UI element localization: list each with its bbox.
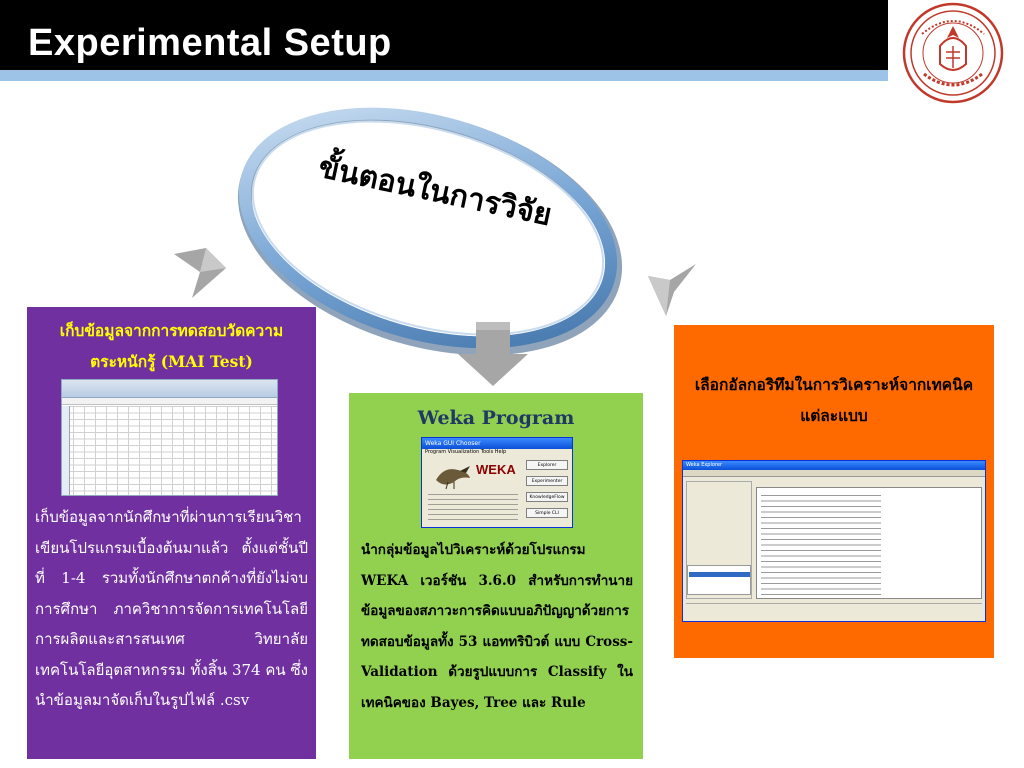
excel-spreadsheet-screenshot xyxy=(61,379,278,496)
data-collection-title-line2: ตระหนักรู้ (MAI Test) xyxy=(90,352,253,371)
page-title: Experimental Setup xyxy=(28,22,392,64)
university-seal-icon xyxy=(902,2,1004,104)
weka-gui-chooser-screenshot: Weka GUI Chooser Program Visualization T… xyxy=(421,437,573,528)
data-collection-title-line1: เก็บข้อมูลจากการทดสอบวัดความ xyxy=(59,321,284,340)
weka-body: นำกลุ่มข้อมูลไปวิเคราะห์ด้วยโปรแกรม WEKA… xyxy=(361,542,633,711)
weka-explorer-selected-result xyxy=(689,572,750,577)
research-steps-ring xyxy=(237,107,623,356)
weka-explorer-status xyxy=(686,603,982,619)
data-collection-panel: เก็บข้อมูลจากการทดสอบวัดความ ตระหนักรู้ … xyxy=(27,307,316,759)
weka-title: Weka Program xyxy=(417,407,575,429)
weka-window-title: Weka GUI Chooser xyxy=(422,438,572,449)
weka-info-text xyxy=(428,494,518,524)
header-stripe xyxy=(0,70,888,81)
algorithm-panel: เลือกอัลกอริทึมในการวิเคราะห์จากเทคนิคแต… xyxy=(674,325,994,658)
weka-explorer-tabs xyxy=(683,470,985,477)
data-collection-body: เก็บข้อมูลจากนักศึกษาที่ผ่านการเรียนวิชา… xyxy=(35,508,308,709)
weka-knowledgeflow-button: KnowledgeFlow xyxy=(526,492,568,502)
data-collection-title: เก็บข้อมูลจากการทดสอบวัดความ ตระหนักรู้ … xyxy=(35,315,308,377)
weka-explorer-result-list xyxy=(687,565,751,595)
weka-explorer-title: Weka Explorer xyxy=(683,461,985,470)
weka-explorer-output xyxy=(756,487,982,599)
weka-panel: Weka Program Weka GUI Chooser Program Vi… xyxy=(349,393,643,759)
arrow-right-icon xyxy=(648,264,696,316)
excel-ribbon xyxy=(62,380,277,398)
weka-explorer-button: Explorer xyxy=(526,460,568,470)
weka-menu-bar: Program Visualization Tools Help xyxy=(425,449,507,455)
excel-row-headers xyxy=(62,406,70,495)
weka-experimenter-button: Experimenter xyxy=(526,476,568,486)
excel-grid xyxy=(62,406,277,495)
algorithm-title: เลือกอัลกอริทึมในการวิเคราะห์จากเทคนิคแต… xyxy=(694,375,974,425)
excel-formula-bar xyxy=(62,398,277,405)
weka-simple-cli-button: Simple CLI xyxy=(526,508,568,518)
arrow-left-icon xyxy=(174,248,226,298)
weka-bird-icon xyxy=(436,466,470,490)
weka-logo-text: WEKA xyxy=(476,462,516,477)
arrow-down-icon xyxy=(458,322,528,386)
header-bar xyxy=(0,0,888,70)
weka-explorer-screenshot: Weka Explorer xyxy=(682,460,986,622)
